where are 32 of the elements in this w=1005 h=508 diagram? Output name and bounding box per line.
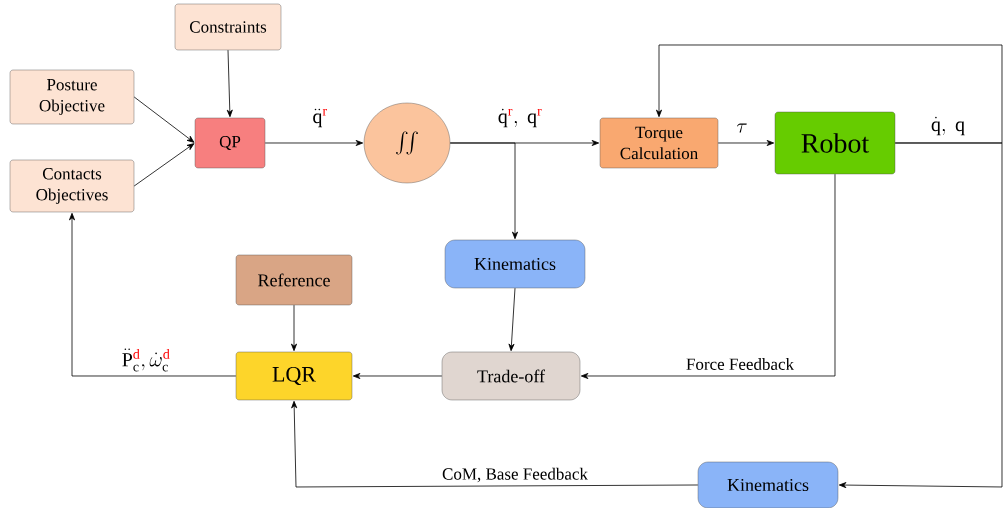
arrow (352, 373, 443, 379)
edge-label: $\ddot{\mathrm{q}}^{\textcolor{red}{\mathrm{r}}}$ (311, 107, 329, 129)
edge-label: $\dot{\mathrm{q}},\ \mathrm{q}$ (929, 115, 967, 137)
solver-box: QP (194, 117, 266, 169)
arrow (580, 173, 836, 379)
arrow (508, 287, 516, 352)
process-box: Kinematics (697, 461, 839, 508)
edge-label: $\ddot{\mathrm{P}}_{\mathrm{c}}^{\textcolor{red}{\mathrm{d}}},\dot{\omega}_{\mathrm{c}}^{\textcolor{red}{\mathrm{d}}}$ (120, 347, 172, 373)
input-box: Contacts Objectives (9, 159, 135, 213)
arrow (264, 140, 364, 146)
arrow (133, 143, 195, 187)
process-box: Kinematics (444, 239, 586, 289)
arrow (69, 212, 237, 377)
input-box: Posture Objective (9, 69, 135, 125)
arrow (717, 140, 775, 146)
input-box: Reference (235, 254, 353, 306)
arrow (291, 304, 297, 352)
process-box: Torque Calculation (599, 117, 719, 169)
robot-box: Robot (774, 111, 896, 175)
arrow (226, 49, 233, 118)
controller-box: LQR (235, 351, 353, 401)
edge-label: $\dot{\mathrm{q}}^{\textcolor{red}{\mathrm{r}}},\ \mathrm{q}^{\textcolor{red}{\mathrm{r}}}$ (496, 107, 544, 129)
edge-label: CoM, Base Feedback (441, 466, 589, 484)
arrow (656, 44, 1003, 144)
process-box: Trade-off (441, 351, 581, 401)
arrow (133, 96, 195, 143)
input-box: Constraints (174, 3, 282, 51)
arrow (838, 142, 1003, 489)
arrow (291, 400, 699, 488)
edge-label: $\tau$ (735, 122, 749, 134)
edge-label: Force Feedback (684, 357, 796, 371)
arrow (449, 142, 518, 240)
